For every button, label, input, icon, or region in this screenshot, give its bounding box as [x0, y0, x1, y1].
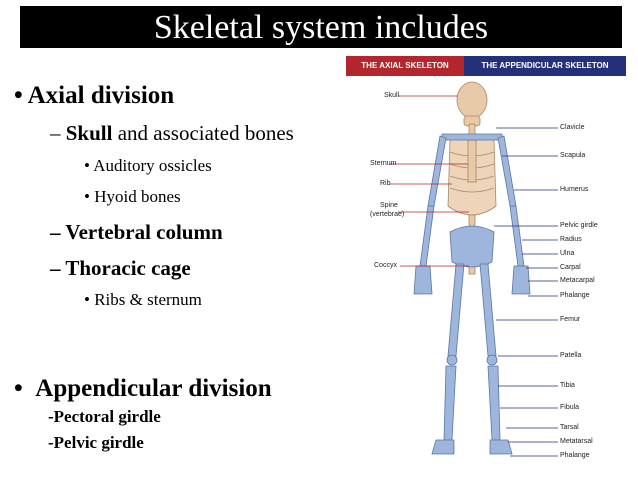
label-spine: Spine	[380, 202, 398, 209]
label-coccyx: Coccyx	[374, 262, 397, 269]
skull-label: Skull	[65, 121, 113, 145]
thoracic-label: Thoracic cage	[65, 256, 191, 280]
label-metacarpal: Metacarpal	[560, 277, 595, 284]
auditory-label: Auditory ossicles	[93, 156, 212, 175]
label-carpal: Carpal	[560, 264, 581, 271]
label-phalange-hand: Phalange	[560, 292, 590, 299]
label-humerus: Humerus	[560, 186, 589, 193]
axial-skeleton-header: THE AXIAL SKELETON	[346, 56, 464, 76]
pectoral-girdle-text: -Pectoral girdle	[48, 407, 161, 426]
item-thoracic: – Thoracic cage	[50, 256, 191, 280]
item-ribs: • Ribs & sternum	[84, 290, 202, 309]
skeleton-figure: THE AXIAL SKELETON THE APPENDICULAR SKEL…	[346, 56, 626, 474]
item-hyoid: • Hyoid bones	[84, 187, 181, 206]
skull-rest: and associated bones	[112, 121, 294, 145]
axial-heading: Axial division	[27, 82, 175, 109]
item-vertebral: – Vertebral column	[50, 220, 223, 244]
label-tibia: Tibia	[560, 382, 575, 389]
pelvic-girdle-text: -Pelvic girdle	[48, 433, 144, 452]
ribs-label: Ribs & sternum	[94, 290, 202, 309]
label-metatarsal: Metatarsal	[560, 438, 593, 445]
label-vertebrae: (vertebrae)	[370, 211, 405, 218]
bullet-appendicular: • Appendicular division	[14, 375, 272, 402]
label-femur: Femur	[560, 316, 581, 323]
appendicular-skeleton-header: THE APPENDICULAR SKELETON	[464, 56, 626, 76]
label-rib: Rib	[380, 180, 391, 187]
label-phalange-foot: Phalange	[560, 452, 590, 459]
bullet-axial: • Axial division	[14, 82, 175, 109]
label-scapula: Scapula	[560, 152, 586, 159]
label-radius: Radius	[560, 236, 582, 243]
label-sternum: Sternum	[370, 160, 397, 167]
skeleton-illustration	[390, 81, 558, 457]
vertebral-label: Vertebral column	[65, 220, 223, 244]
item-skull: – Skull and associated bones	[50, 121, 294, 145]
label-patella: Patella	[560, 352, 582, 359]
label-tarsal: Tarsal	[560, 424, 579, 431]
item-auditory: • Auditory ossicles	[84, 156, 212, 175]
label-ulna: Ulna	[560, 250, 575, 257]
label-fibula: Fibula	[560, 404, 580, 411]
label-pelvic-girdle: Pelvic girdle	[560, 222, 598, 229]
label-skull: Skull	[384, 92, 400, 99]
hyoid-label: Hyoid bones	[94, 187, 181, 206]
label-clavicle: Clavicle	[560, 124, 585, 131]
appendicular-heading: Appendicular division	[35, 375, 272, 402]
slide-title: Skeletal system includes	[20, 6, 622, 48]
